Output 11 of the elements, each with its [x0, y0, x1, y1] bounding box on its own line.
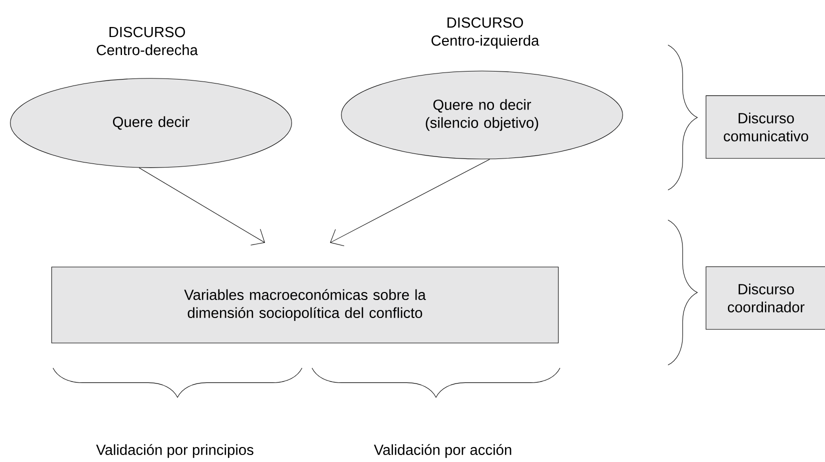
process-box: Discurso coordinador	[706, 266, 825, 330]
ellipse-node: Quere decir	[10, 78, 292, 168]
ellipse-node: Quere no decir (silencio objetivo)	[341, 70, 623, 160]
arrow	[330, 158, 490, 246]
node-heading: DISCURSO Centro-derecha	[96, 26, 198, 56]
process-box: Discurso comunicativo	[706, 95, 825, 159]
brace-label: Validación por principios	[96, 444, 254, 458]
process-box: Variables macroeconómicas sobre la dimensión sociopolítica del conflicto	[51, 266, 559, 344]
node-heading: DISCURSO Centro-izquierda	[432, 17, 540, 49]
brace-label: Validación por acción	[374, 444, 512, 458]
arrow	[138, 168, 265, 246]
